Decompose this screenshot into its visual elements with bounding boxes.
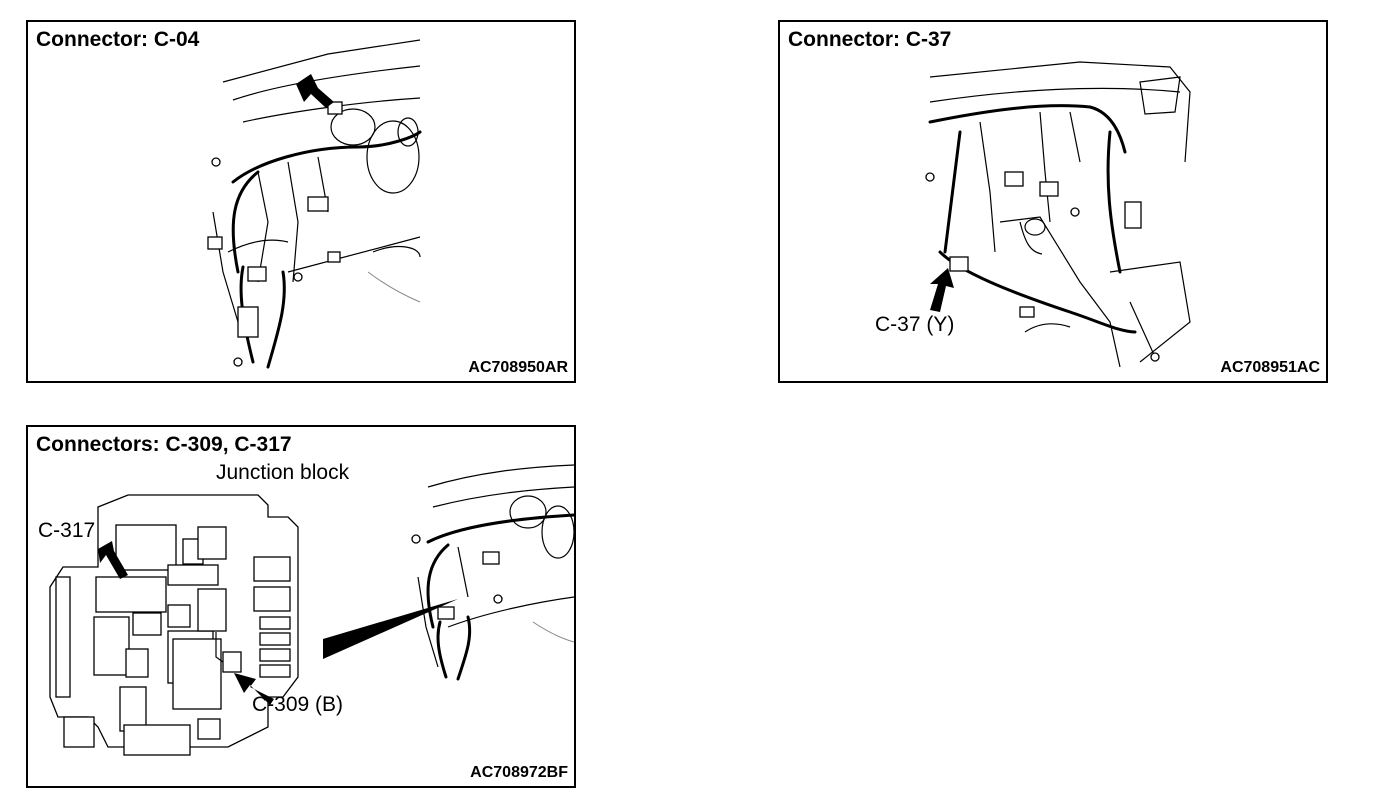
figure-code: AC708950AR <box>468 359 568 376</box>
panel-title: Connector: C-37 <box>788 28 952 51</box>
callout-c317: C-317 <box>38 519 96 542</box>
center-console-wiring-illustration <box>925 61 1191 368</box>
panel-connectors-c309-c317: Connectors: C-309, C-317 Junction block … <box>26 425 576 788</box>
junction-block-illustration <box>49 464 574 756</box>
pointer-arrow <box>930 268 954 312</box>
junction-block-label: Junction block <box>216 461 350 484</box>
pointer-arrow-c317 <box>98 541 128 579</box>
panel-connector-c37: Connector: C-37 C-37 (Y) AC708951AC <box>778 20 1328 383</box>
pointer-arrow <box>296 74 334 108</box>
callout-c37: C-37 (Y) <box>875 313 955 336</box>
pointer-arrow-c309 <box>234 673 274 705</box>
location-pointer-wedge <box>323 599 458 659</box>
figure-code: AC708951AC <box>1220 359 1320 376</box>
callout-c309: C-309 (B) <box>252 693 344 716</box>
panel-connector-c04: Connector: C-04 AC708950AR <box>26 20 576 383</box>
panel-title: Connectors: C-309, C-317 <box>36 433 292 456</box>
panel-title: Connector: C-04 <box>36 28 200 51</box>
dashboard-wiring-illustration <box>207 39 422 369</box>
figure-code: AC708972BF <box>470 764 568 781</box>
